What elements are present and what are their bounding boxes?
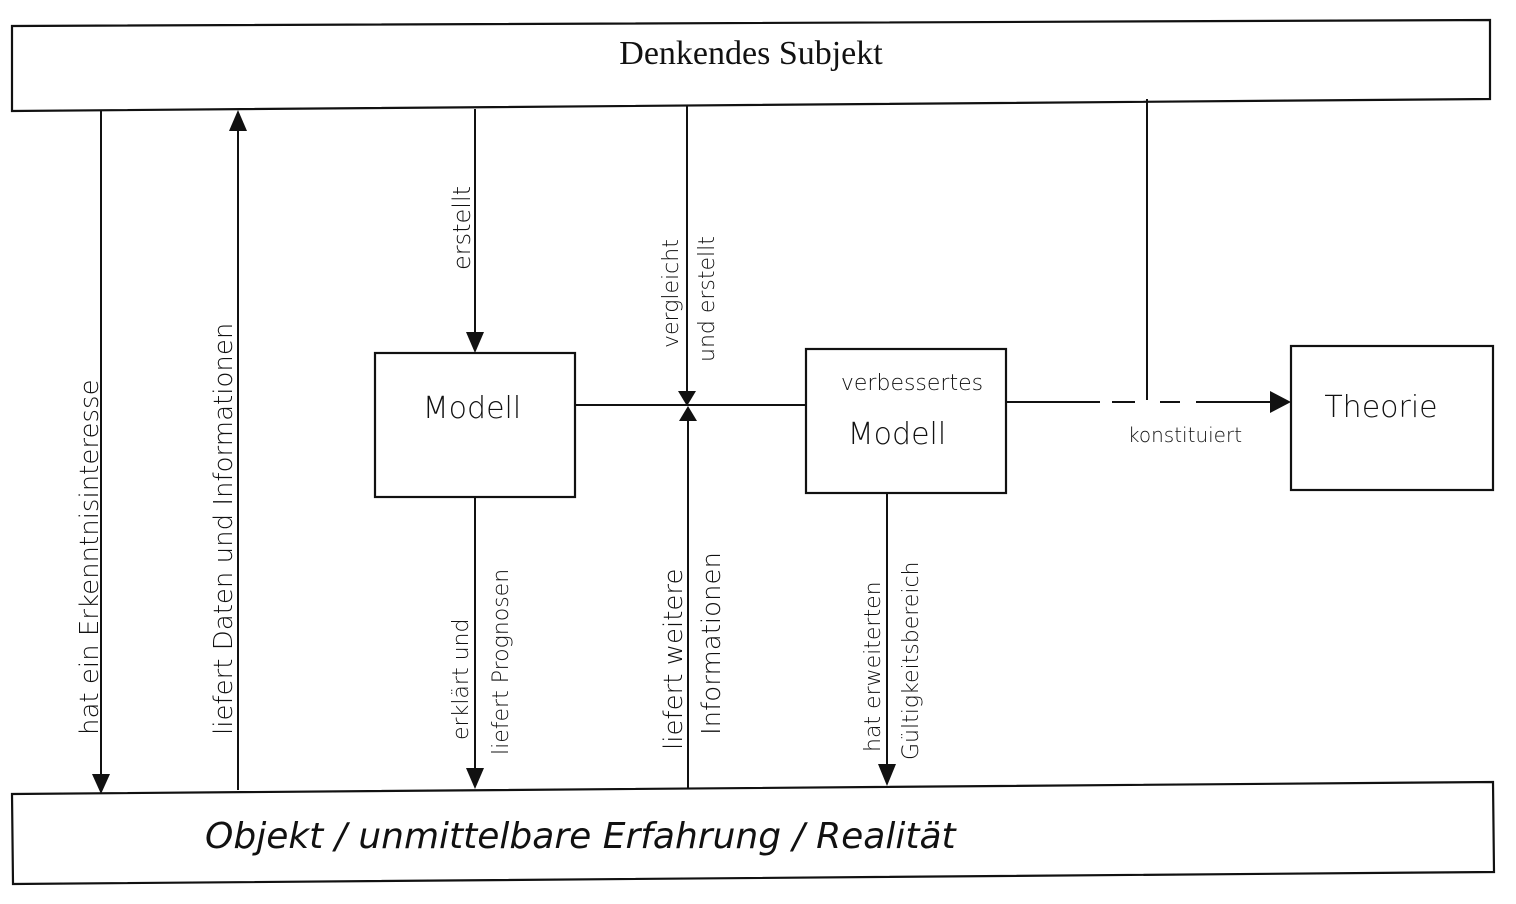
constitutes-label: konstituiert [1128,423,1242,447]
edge-data: liefert Daten und Informationen [209,110,247,790]
explains-label-2: liefert Prognosen [489,569,514,755]
node-object[interactable]: Objekt / unmittelbare Erfahrung / Realit… [10,780,1496,886]
validity-label-1: hat erweiterten [861,581,886,752]
node-theory[interactable]: Theorie [1289,344,1495,492]
arrow-down-icon [878,764,896,786]
object-box [10,780,1496,886]
arrow-down-icon [678,391,696,406]
arrow-up-icon [679,406,697,421]
object-label: Objekt / unmittelbare Erfahrung / Realit… [205,816,958,857]
compares-label-1: vergleicht [659,239,684,348]
edge-validity: hat erweiterten Gültigkeitsbereich [861,493,924,786]
improved-model-label-1: verbessertes [841,371,983,396]
subject-label: Denkendes Subjekt [619,35,883,72]
edge-constitutes: konstituiert [1006,391,1291,447]
more-info-label-1: liefert weitere [659,568,689,750]
validity-label-2: Gültigkeitsbereich [899,562,924,760]
explains-label-1: erklärt und [449,619,474,740]
node-model[interactable]: Modell [373,351,577,499]
subject-box [10,18,1492,113]
arrow-down-icon [466,768,484,789]
edge-creates: erstellt [448,109,484,353]
compares-label-2: und erstellt [695,236,720,362]
theory-label: Theorie [1324,390,1437,425]
improved-model-label-2: Modell [848,417,946,452]
creates-label: erstellt [448,186,476,270]
arrow-up-icon [229,110,247,131]
improved-model-box [804,347,1008,495]
model-label: Modell [423,391,521,426]
edge-explains: erklärt und liefert Prognosen [449,497,514,789]
more-info-label-2: Informationen [697,552,727,735]
node-subject[interactable]: Denkendes Subjekt [10,18,1492,113]
model-box [373,351,577,499]
arrow-down-icon [92,774,110,794]
arrow-right-icon [1270,391,1291,413]
arrow-down-icon [466,332,484,353]
edge-compares: vergleicht und erstellt [659,106,720,406]
interest-label: hat ein Erkenntnisinteresse [75,379,105,735]
edge-more-info: liefert weitere Informationen [659,406,727,788]
edge-interest: hat ein Erkenntnisinteresse [75,111,110,794]
node-improved-model[interactable]: verbessertes Modell [804,347,1008,495]
theory-box [1289,344,1495,492]
data-label: liefert Daten und Informationen [209,323,239,735]
